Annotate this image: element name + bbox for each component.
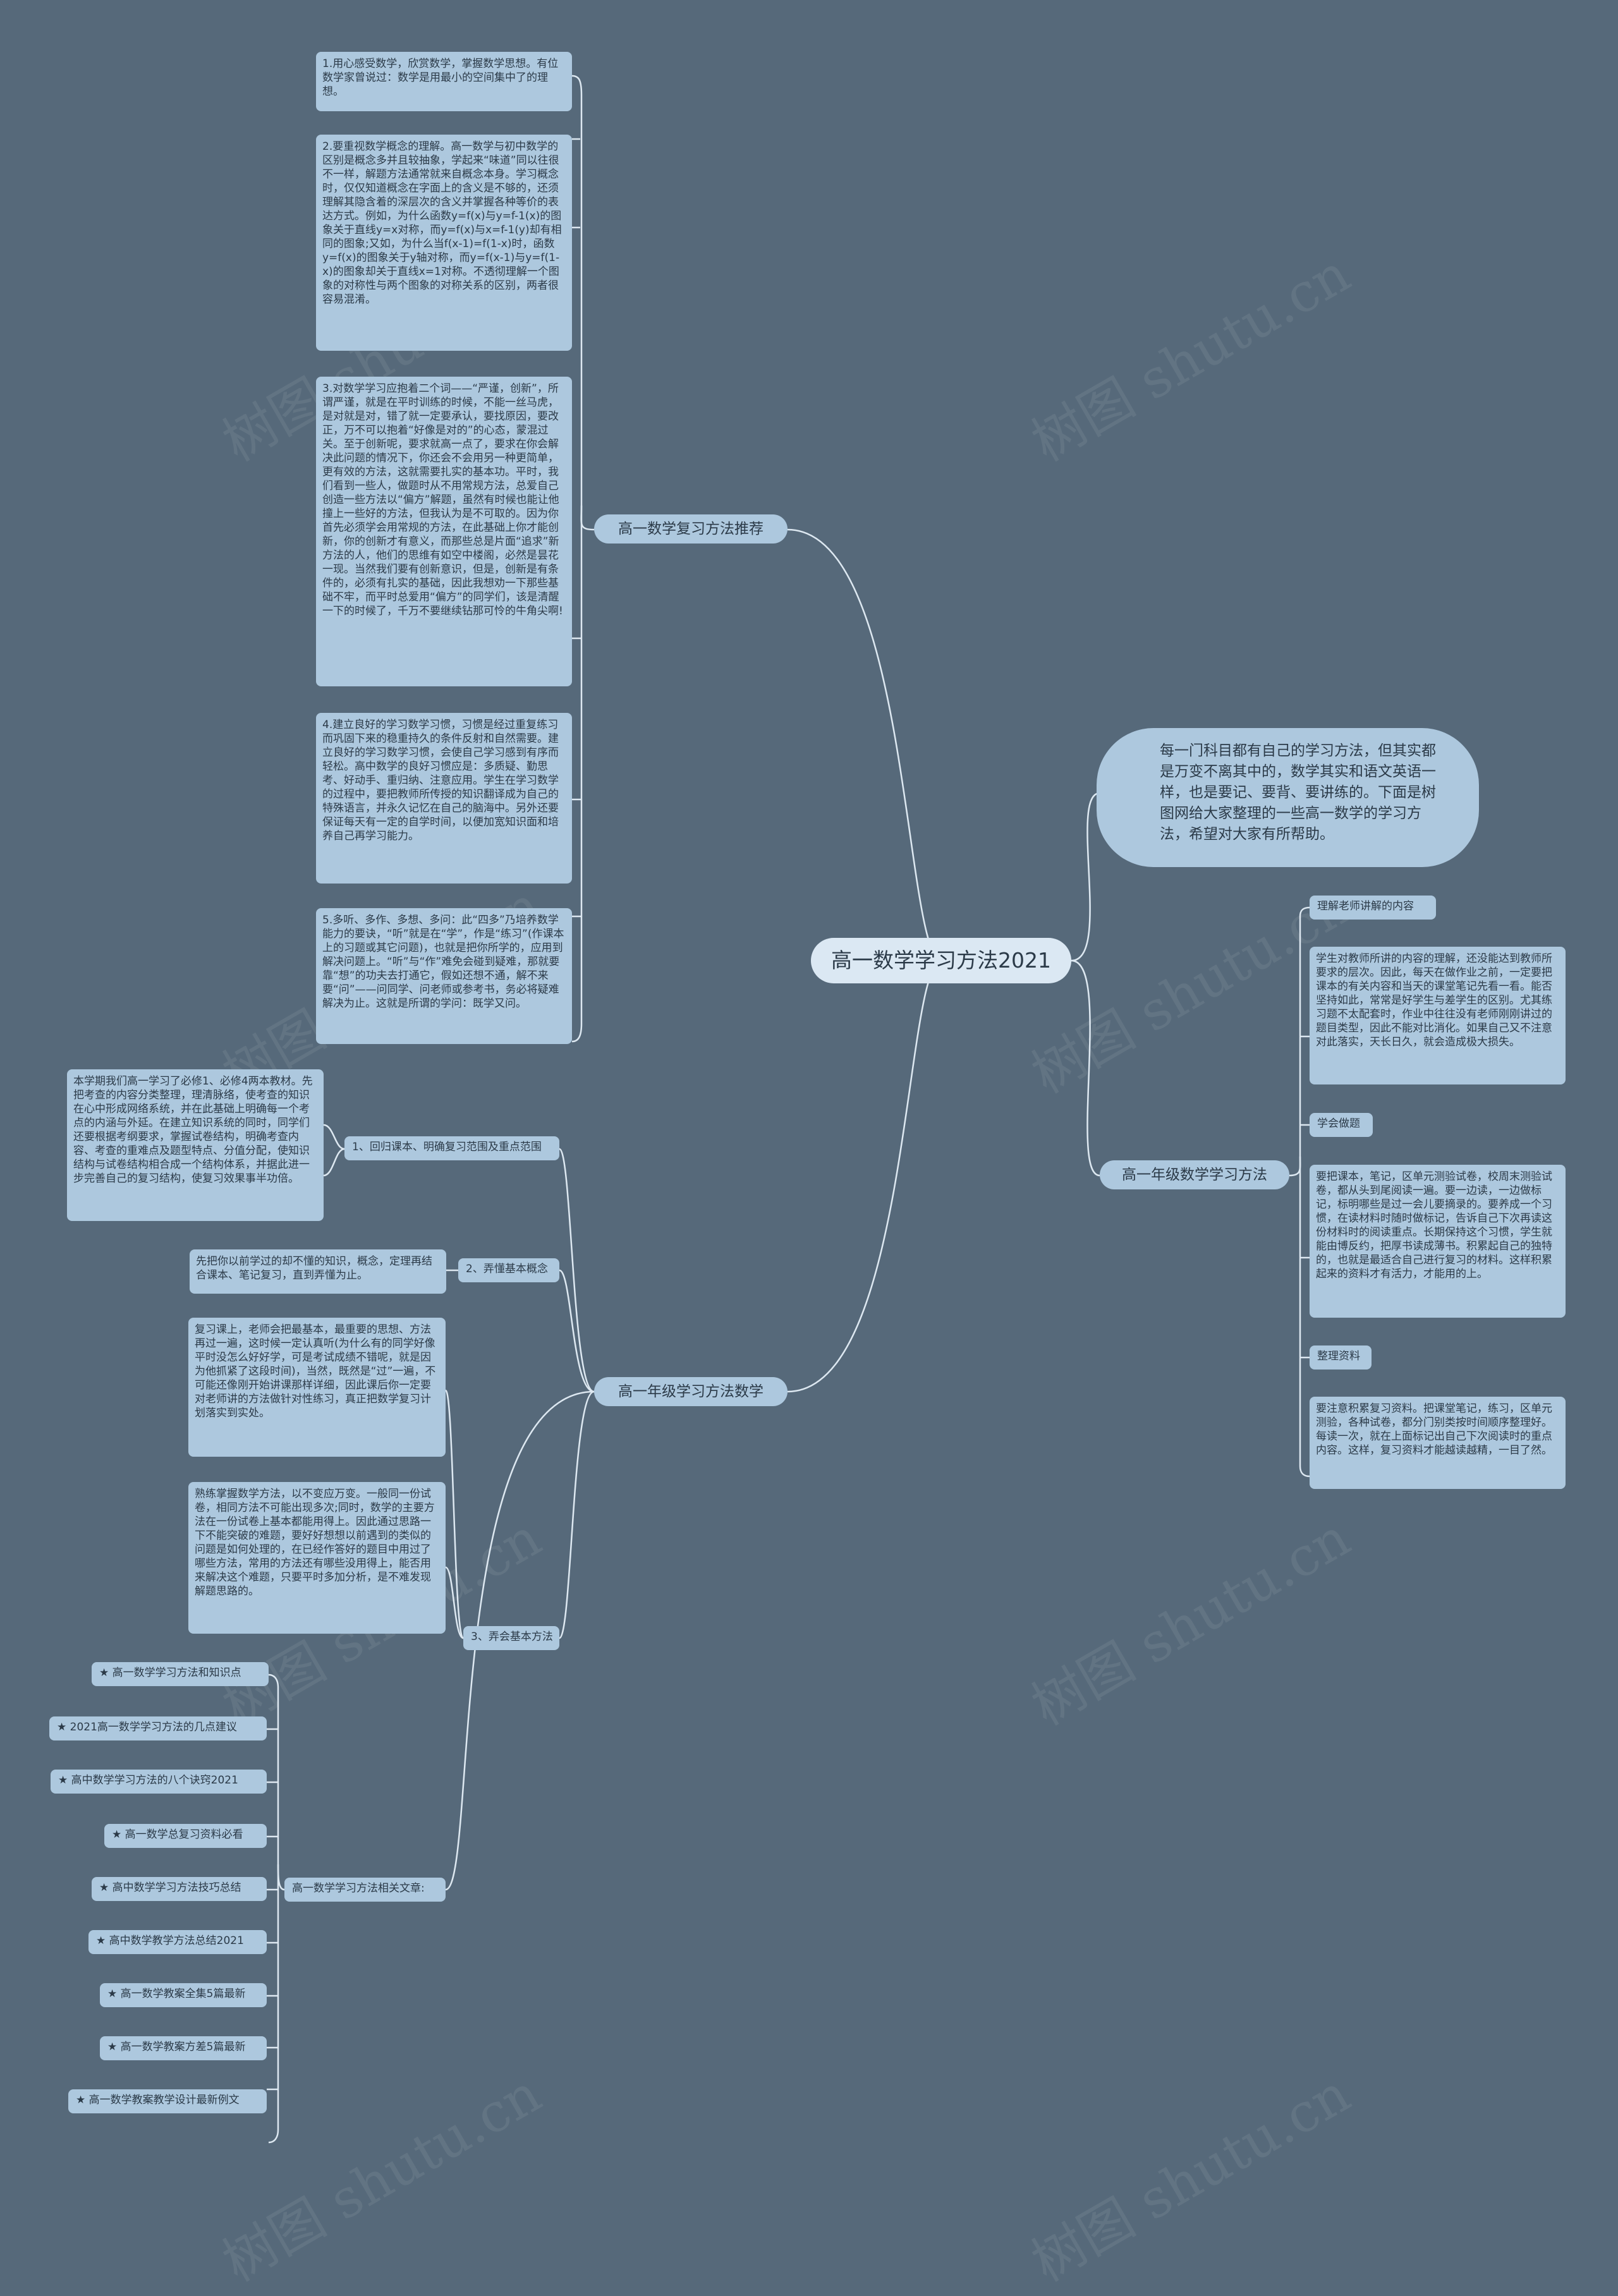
sub-return-to-textbook[interactable]: 1、回归课本、明确复习范围及重点范围 xyxy=(344,1136,559,1160)
branch-grade-one-math[interactable]: 高一年级学习方法数学 xyxy=(594,1377,788,1406)
leaf-text[interactable]: 4.建立良好的学习数学习惯，习惯是经过重复练习而巩固下来的稳重持久的条件反射和自… xyxy=(316,713,572,884)
leaf-text[interactable]: 5.多听、多作、多想、多问：此“四多”乃培养数学能力的要诀，“听”就是在“学”，… xyxy=(316,908,572,1044)
related-article-link[interactable]: ★ 高中数学学习方法的八个诀窍2021 xyxy=(51,1770,267,1794)
leaf-text[interactable]: 1.用心感受数学，欣赏数学，掌握数学思想。有位数学家曾说过：数学是用最小的空间集… xyxy=(316,52,572,111)
leaf-text[interactable]: 2.要重视数学概念的理解。高一数学与初中数学的区别是概念多并且较抽象，学起来“味… xyxy=(316,135,572,351)
sub-basic-concepts[interactable]: 2、弄懂基本概念 xyxy=(458,1258,559,1282)
related-article-link[interactable]: ★ 高一数学学习方法和知识点 xyxy=(92,1662,269,1686)
leaf-text[interactable]: 本学期我们高一学习了必修1、必修4两本教材。先把考查的内容分类整理，理清脉络，使… xyxy=(67,1069,324,1221)
sub-organize-materials[interactable]: 整理资料 xyxy=(1310,1345,1372,1370)
related-article-link[interactable]: ★ 高中数学教学方法总结2021 xyxy=(88,1930,267,1954)
sub-learn-problems[interactable]: 学会做题 xyxy=(1310,1113,1373,1137)
related-article-link[interactable]: ★ 高一数学教案教学设计最新例文 xyxy=(68,2089,267,2113)
leaf-text[interactable]: 3.对数学学习应抱着二个词——“严谨，创新”，所谓严谨，就是在平时训练的时候，不… xyxy=(316,377,572,686)
root-node[interactable]: 高一数学学习方法2021 xyxy=(811,938,1071,983)
leaf-text[interactable]: 复习课上，老师会把最基本，最重要的思想、方法再过一遍，这时候一定认真听(为什么有… xyxy=(188,1318,446,1457)
sub-understand-teacher[interactable]: 理解老师讲解的内容 xyxy=(1310,896,1436,920)
branch-review-methods[interactable]: 高一数学复习方法推荐 xyxy=(594,514,788,544)
leaf-text[interactable]: 要把课本，笔记，区单元测验试卷，校周末测验试卷，都从头到尾阅读一遍。要一边读，一… xyxy=(1310,1165,1566,1318)
connector-lines xyxy=(267,75,1310,2144)
related-article-link[interactable]: ★ 高一数学教案方差5篇最新 xyxy=(100,2036,267,2060)
leaf-text[interactable]: 熟练掌握数学方法，以不变应万变。一般同一份试卷，相同方法不可能出现多次;同时，数… xyxy=(188,1482,446,1634)
sub-related-articles[interactable]: 高一数学学习方法相关文章: xyxy=(284,1878,446,1902)
related-article-link[interactable]: ★ 2021高一数学学习方法的几点建议 xyxy=(49,1716,267,1740)
related-article-link[interactable]: ★ 高一数学总复习资料必看 xyxy=(104,1824,267,1848)
leaf-text[interactable]: 要注意积累复习资料。把课堂笔记，练习，区单元测验，各种试卷，都分门别类按时间顺序… xyxy=(1310,1397,1566,1489)
branch-grade-one-study[interactable]: 高一年级数学学习方法 xyxy=(1100,1160,1289,1189)
intro-node[interactable]: 每一门科目都有自己的学习方法，但其实都是万变不离其中的，数学其实和语文英语一样，… xyxy=(1097,728,1479,867)
leaf-text[interactable]: 先把你以前学过的却不懂的知识，概念，定理再结合课本、笔记复习，直到弄懂为止。 xyxy=(190,1249,446,1294)
leaf-text[interactable]: 学生对教师所讲的内容的理解，还没能达到教师所要求的层次。因此，每天在做作业之前，… xyxy=(1310,947,1566,1084)
related-article-link[interactable]: ★ 高中数学学习方法技巧总结 xyxy=(92,1877,267,1901)
related-article-link[interactable]: ★ 高一数学教案全集5篇最新 xyxy=(100,1983,267,2007)
sub-basic-methods[interactable]: 3、弄会基本方法 xyxy=(463,1626,559,1650)
